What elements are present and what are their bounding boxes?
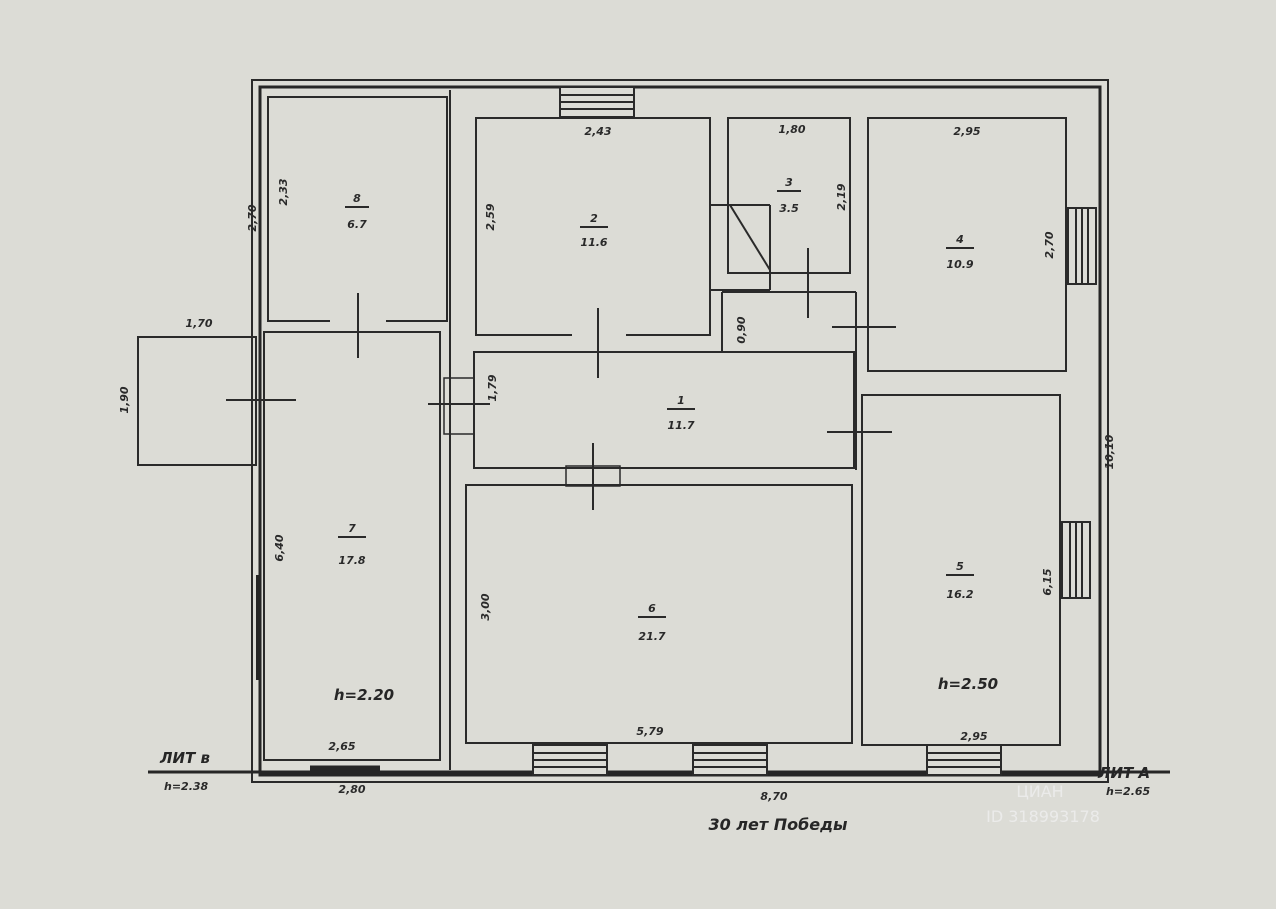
lit-a-height: h=2.65: [1106, 785, 1151, 798]
window-bottom-3: [926, 744, 1002, 776]
window-top: [559, 86, 635, 118]
lit-b-label: ЛИТ в: [159, 749, 210, 767]
dim-1-79: 1,79: [486, 374, 499, 401]
room-5-area: 16.2: [946, 588, 973, 601]
dim-5-79: 5,79: [636, 725, 663, 738]
dim-8-70: 8,70: [760, 790, 787, 803]
window-bottom-2: [692, 744, 768, 776]
room-4-outline: [867, 117, 1067, 372]
window-right-upper: [1067, 207, 1097, 285]
room-3-area: 3.5: [779, 202, 799, 215]
room-7-outline: [263, 331, 441, 761]
room-6-number: 6: [648, 602, 656, 615]
dim-2-19: 2,19: [835, 183, 848, 210]
room-4-area: 10.9: [946, 258, 973, 271]
dim-2-95-bottom: 2,95: [960, 730, 987, 743]
room-1-outline: [473, 351, 855, 469]
door-frame-1-6: [565, 465, 621, 487]
room-7-number: 7: [348, 522, 356, 535]
lit-b-height: h=2.38: [164, 780, 209, 793]
room-3-number: 3: [785, 176, 793, 189]
street-label: 30 лет Победы: [708, 815, 848, 834]
dim-1-90: 1,90: [118, 386, 131, 413]
stair-diagonal: [729, 204, 771, 271]
watermark-brand: ЦИАН: [1016, 782, 1063, 801]
room-6-area: 21.7: [638, 630, 665, 643]
room-2-area: 11.6: [580, 236, 607, 249]
room-8-outline: [267, 96, 448, 322]
dim-1-80: 1,80: [778, 123, 805, 136]
dim-2-33: 2,33: [277, 178, 290, 205]
dim-6-40: 6,40: [273, 534, 286, 561]
room-8-area: 6.7: [347, 218, 367, 231]
dim-10-10: 10,10: [1103, 434, 1116, 469]
room-2-number: 2: [590, 212, 598, 225]
room-1-area: 11.7: [667, 419, 694, 432]
height-room-7: h=2.20: [334, 686, 394, 704]
dim-1-70: 1,70: [185, 317, 212, 330]
room-7-area: 17.8: [338, 554, 365, 567]
dim-2-59: 2,59: [484, 203, 497, 230]
dim-2-70-r4: 2,70: [1043, 231, 1056, 258]
watermark-id: ID 318993178: [986, 807, 1100, 826]
dim-2-70-left: 2,70: [246, 204, 259, 231]
door-frame-7-1: [443, 377, 475, 435]
dim-0-90: 0,90: [735, 316, 748, 343]
height-room-5: h=2.50: [938, 675, 998, 693]
window-right-lower: [1061, 521, 1091, 599]
room-1-number: 1: [677, 394, 685, 407]
room-3-outline: [727, 117, 851, 274]
window-bottom-1: [532, 744, 608, 776]
dim-6-15: 6,15: [1041, 568, 1054, 595]
room-6-outline: [465, 484, 853, 744]
room-5-number: 5: [956, 560, 964, 573]
dim-3-00: 3,00: [479, 593, 492, 620]
dim-2-95-top: 2,95: [953, 125, 980, 138]
room-4-number: 4: [955, 233, 964, 246]
room-8-number: 8: [353, 192, 361, 205]
dim-2-65: 2,65: [328, 740, 355, 753]
dim-2-80: 2,80: [338, 783, 365, 796]
outer-wall: [258, 85, 1102, 777]
lit-a-label: ЛИТ А: [1097, 764, 1150, 782]
outer-wall-outline: [251, 79, 1109, 783]
dim-2-43: 2,43: [584, 125, 611, 138]
